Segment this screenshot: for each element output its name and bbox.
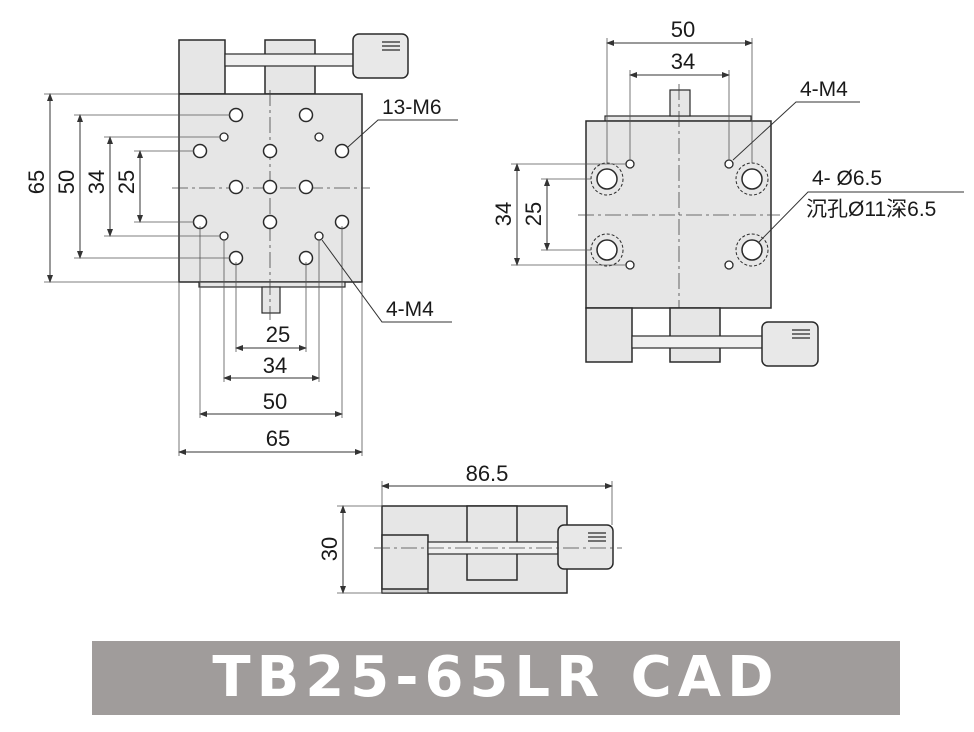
top-dim-50: 50	[263, 389, 287, 414]
side-clamp-block-left	[585, 307, 633, 363]
top-view-screw-tab	[261, 286, 281, 314]
side-dim-50: 50	[671, 17, 695, 42]
side-counterbore-callout-line1: 4- Ø6.5	[812, 167, 882, 190]
counterbore-hole-icon	[735, 233, 769, 267]
front-dim-height: 30	[317, 537, 342, 561]
front-clamp-block-left	[381, 534, 429, 590]
top-clamp-block-right	[264, 39, 316, 95]
m4-hole-icon	[724, 159, 734, 169]
side-clamp-block-right	[669, 307, 721, 363]
top-adjustment-knob	[352, 33, 409, 79]
top-m6-holes	[192, 107, 350, 266]
m6-hole-icon	[334, 143, 350, 159]
m4-hole-icon	[314, 132, 324, 142]
side-m4-leader	[732, 101, 860, 161]
top-dim-v-65: 65	[24, 170, 49, 194]
top-dim-34: 34	[263, 353, 287, 378]
m6-hole-icon	[298, 107, 314, 123]
m6-hole-icon	[262, 214, 278, 230]
counterbore-hole-icon	[735, 162, 769, 196]
m6-hole-icon	[298, 179, 314, 195]
top-clamp-block-left	[178, 39, 226, 95]
top-view-base-lip	[198, 281, 346, 288]
front-adjustment-knob	[557, 524, 614, 570]
side-dim-v-25: 25	[521, 202, 546, 226]
side-view-body	[585, 120, 772, 309]
front-view: 86.5 30	[317, 461, 622, 594]
side-dim-34: 34	[671, 49, 695, 74]
side-view-screw-tab	[669, 89, 691, 117]
m6-hole-icon	[262, 179, 278, 195]
m4-hole-icon	[314, 231, 324, 241]
side-view: 50 34 34 25 4-M4 4- Ø6.5 沉孔Ø11深6.5	[491, 17, 964, 367]
front-knob-grip-icon	[588, 532, 606, 542]
side-dim-v-34: 34	[491, 202, 516, 226]
side-knob-grip-icon	[792, 329, 810, 339]
m4-hole-icon	[219, 132, 229, 142]
m4-hole-icon	[625, 260, 635, 270]
top-view: 25 34 50 65 65 50 34 25 13-M6 4-M4	[24, 33, 458, 456]
top-m4-leader	[321, 239, 452, 323]
title-banner: TB25-65LR CAD	[92, 641, 900, 715]
top-dim-v-34: 34	[84, 170, 109, 194]
side-adjustment-knob	[761, 321, 819, 367]
counterbore-hole-icon	[590, 233, 624, 267]
m4-hole-icon	[219, 231, 229, 241]
side-m4-callout: 4-M4	[800, 78, 848, 101]
side-counterbore-leader	[757, 191, 964, 244]
side-counterbore-holes	[590, 162, 769, 267]
top-m6-callout: 13-M6	[382, 96, 442, 119]
m6-hole-icon	[192, 143, 208, 159]
top-dim-65: 65	[266, 426, 290, 451]
top-m4-callout: 4-M4	[386, 298, 434, 321]
counterbore-hole-icon	[590, 162, 624, 196]
top-knob-grip-icon	[382, 41, 400, 51]
m4-hole-icon	[724, 260, 734, 270]
m6-hole-icon	[228, 107, 244, 123]
title-banner-text: TB25-65LR CAD	[212, 645, 780, 710]
m4-hole-icon	[625, 159, 635, 169]
top-m6-leader	[347, 119, 458, 148]
side-counterbore-callout-line2: 沉孔Ø11深6.5	[806, 198, 936, 221]
top-dim-v-50: 50	[54, 170, 79, 194]
m6-hole-icon	[228, 179, 244, 195]
side-lead-screw	[631, 335, 765, 349]
front-dim-length: 86.5	[466, 461, 509, 486]
top-lead-screw	[224, 53, 356, 67]
m6-hole-icon	[262, 143, 278, 159]
top-dim-v-25: 25	[114, 170, 139, 194]
top-dim-25: 25	[266, 322, 290, 347]
